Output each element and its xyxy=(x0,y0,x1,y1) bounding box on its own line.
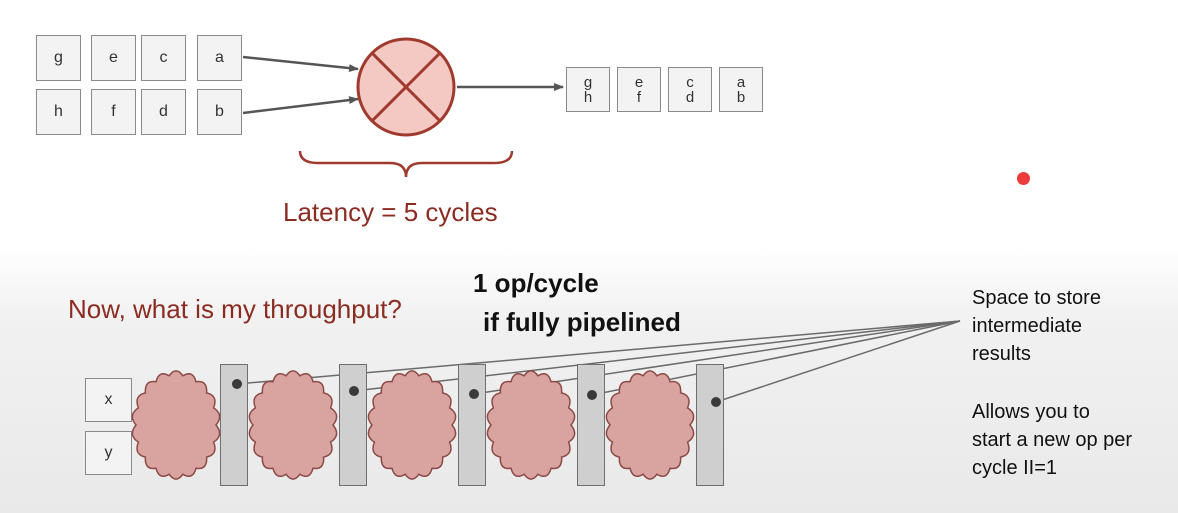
logic-stage-cloud-2 xyxy=(248,370,338,480)
note-line: results xyxy=(972,343,1031,365)
input-cell-label: b xyxy=(215,103,224,120)
output-top-label: c xyxy=(686,73,694,91)
note-line: start a new op per xyxy=(972,429,1133,451)
input-cell-d: d xyxy=(141,89,186,135)
note-line: intermediate xyxy=(972,315,1083,337)
register-dot xyxy=(469,389,479,399)
output-top-label: g xyxy=(583,73,593,91)
input-cell-g: g xyxy=(36,35,81,81)
note-line: Space to store xyxy=(972,287,1101,309)
input-arrow-bottom xyxy=(242,96,359,115)
pipeline-register-2 xyxy=(339,364,367,486)
output-top-label: e xyxy=(634,73,644,91)
input-cell-label: g xyxy=(54,49,63,66)
pipeline-input-label: x xyxy=(104,391,113,408)
note-line: Allows you to xyxy=(972,401,1090,423)
input-cell-f: f xyxy=(91,89,136,135)
pipeline-input-x: x xyxy=(85,378,132,422)
laser-pointer-dot xyxy=(1017,172,1030,185)
storage-note: Space to store intermediate results xyxy=(972,284,1101,368)
pipeline-input-label: y xyxy=(104,444,113,461)
output-top-label: a xyxy=(736,73,746,91)
note-line: cycle II=1 xyxy=(972,457,1058,479)
register-dot xyxy=(711,397,721,407)
output-bottom-label: f xyxy=(636,88,642,106)
input-cell-label: c xyxy=(159,49,168,66)
input-cell-a: a xyxy=(197,35,242,81)
input-cell-label: f xyxy=(111,103,116,120)
logic-stage-cloud-3 xyxy=(367,370,457,480)
input-cell-label: e xyxy=(109,49,118,66)
pipeline-register-3 xyxy=(458,364,486,486)
allows-note: Allows you to start a new op per cycle I… xyxy=(972,398,1132,482)
output-bottom-label: b xyxy=(736,88,746,106)
pipeline-input-y: y xyxy=(85,431,132,475)
input-cell-label: h xyxy=(54,103,63,120)
pipeline-register-5 xyxy=(696,364,724,486)
input-cell-label: a xyxy=(215,49,224,66)
register-dot xyxy=(349,386,359,396)
input-cell-e: e xyxy=(91,35,136,81)
input-arrow-top xyxy=(242,55,359,73)
multiplier-icon xyxy=(356,37,456,137)
logic-stage-cloud-4 xyxy=(486,370,576,480)
logic-stage-cloud-1 xyxy=(131,370,221,480)
pipeline-register-4 xyxy=(577,364,605,486)
output-bottom-label: d xyxy=(685,88,695,106)
input-cell-c: c xyxy=(141,35,186,81)
output-bottom-label: h xyxy=(583,88,593,106)
input-cell-h: h xyxy=(36,89,81,135)
input-cell-label: d xyxy=(159,103,168,120)
throughput-question: Now, what is my throughput? xyxy=(68,294,402,324)
register-dot xyxy=(587,390,597,400)
register-dot xyxy=(232,379,242,389)
input-cell-b: b xyxy=(197,89,242,135)
throughput-answer-line1: 1 op/cycle xyxy=(473,268,599,298)
logic-stage-cloud-5 xyxy=(605,370,695,480)
latency-label: Latency = 5 cycles xyxy=(283,197,498,227)
latency-brace xyxy=(298,150,514,178)
throughput-answer-line2: if fully pipelined xyxy=(483,307,681,337)
